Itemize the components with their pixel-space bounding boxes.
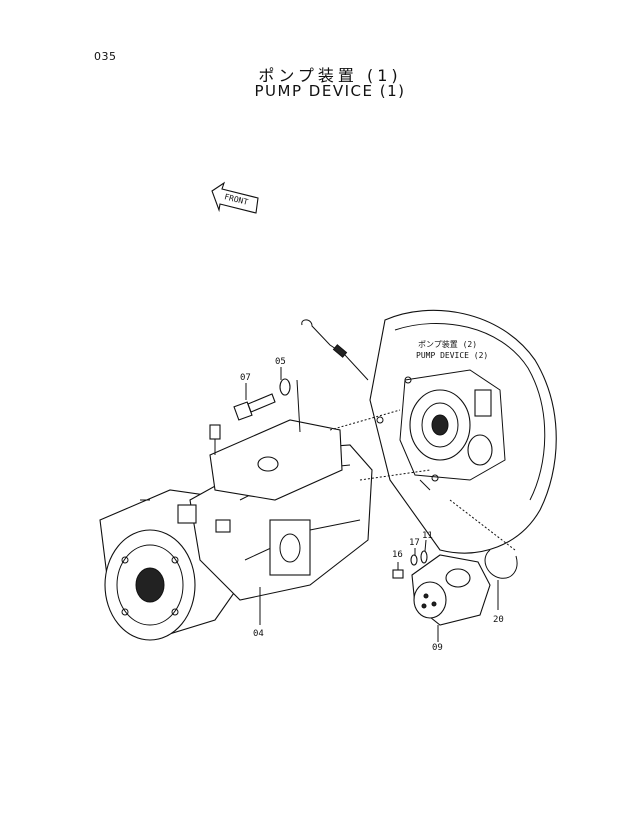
part-number-09: 09	[432, 643, 443, 653]
leader-lines	[245, 367, 516, 642]
gear-pump-09	[411, 554, 491, 626]
main-pump	[99, 419, 373, 641]
bolt-16	[392, 569, 404, 579]
title-english: PUMP DEVICE (1)	[254, 82, 406, 100]
part-number-17: 17	[409, 538, 420, 548]
sensor-cable	[301, 319, 369, 381]
part-number-16: 16	[392, 550, 403, 560]
snap-ring-20	[484, 549, 518, 579]
title-japanese: ポンプ装置 (1)	[258, 66, 402, 85]
reference-label-japanese: ポンプ装置 (2)	[418, 339, 477, 349]
flywheel-housing	[369, 309, 557, 554]
washer-05	[279, 378, 291, 396]
bleed-screw	[209, 424, 221, 455]
page-number: 035	[94, 50, 117, 63]
part-number-04: 04	[253, 629, 264, 639]
part-number-11: 11	[422, 531, 433, 541]
washer-17	[410, 554, 418, 566]
part-number-05: 05	[275, 357, 286, 367]
part-number-07: 07	[240, 373, 251, 383]
o-ring-11	[420, 550, 428, 564]
part-number-20: 20	[493, 615, 504, 625]
bolt-07	[233, 393, 276, 421]
reference-label-english: PUMP DEVICE (2)	[416, 351, 488, 360]
front-arrow-icon: FRONT	[211, 181, 259, 214]
